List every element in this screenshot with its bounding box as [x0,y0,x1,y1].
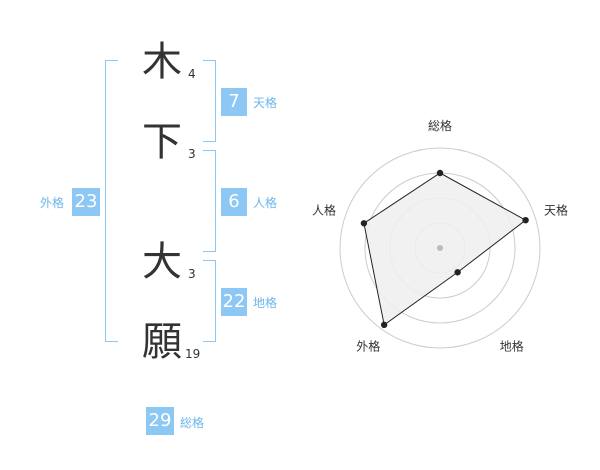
radar-area [363,172,527,326]
radar-points [360,169,529,329]
stroke-count-4: 19 [185,347,201,361]
radar-ring [339,147,541,349]
soukaku-label: 総格 [180,416,205,430]
stroke-count-2: 3 [188,147,196,161]
radar-axis-label: 地格 [500,339,524,354]
radar-axis-label: 総格 [428,118,452,133]
chikaku-label: 地格 [253,296,278,310]
gaikaku-value-badge: 23 [72,188,100,216]
name-char-3: 大 [142,239,182,285]
gaikaku-label: 外格 [40,196,65,210]
name-char-4: 願 [142,319,182,365]
radar-point [436,169,444,177]
radar-point [522,216,529,224]
radar-point [454,269,461,276]
name-char-1: 木 [142,39,182,85]
jinkaku-bracket [203,150,216,252]
stroke-count-3: 3 [188,267,196,281]
radar-axis-label: 外格 [356,339,380,354]
stroke-count-1: 4 [188,67,196,81]
tenkaku-value-badge: 7 [221,88,247,116]
tenkaku-label: 天格 [253,96,278,110]
jinkaku-label: 人格 [253,196,278,210]
radar-center-dot [437,245,443,251]
jinkaku-value-badge: 6 [221,188,247,216]
soukaku-value-badge: 29 [146,407,174,435]
gaikaku-bracket [105,60,118,342]
radar-axis-label: 天格 [544,202,568,217]
chikaku-bracket [203,260,216,342]
tenkaku-bracket [203,60,216,142]
radar-point [380,321,388,329]
radar-axis-label: 人格 [312,202,336,217]
radar-point [360,220,368,227]
chikaku-value-badge: 22 [221,288,247,316]
name-char-2: 下 [142,119,182,165]
